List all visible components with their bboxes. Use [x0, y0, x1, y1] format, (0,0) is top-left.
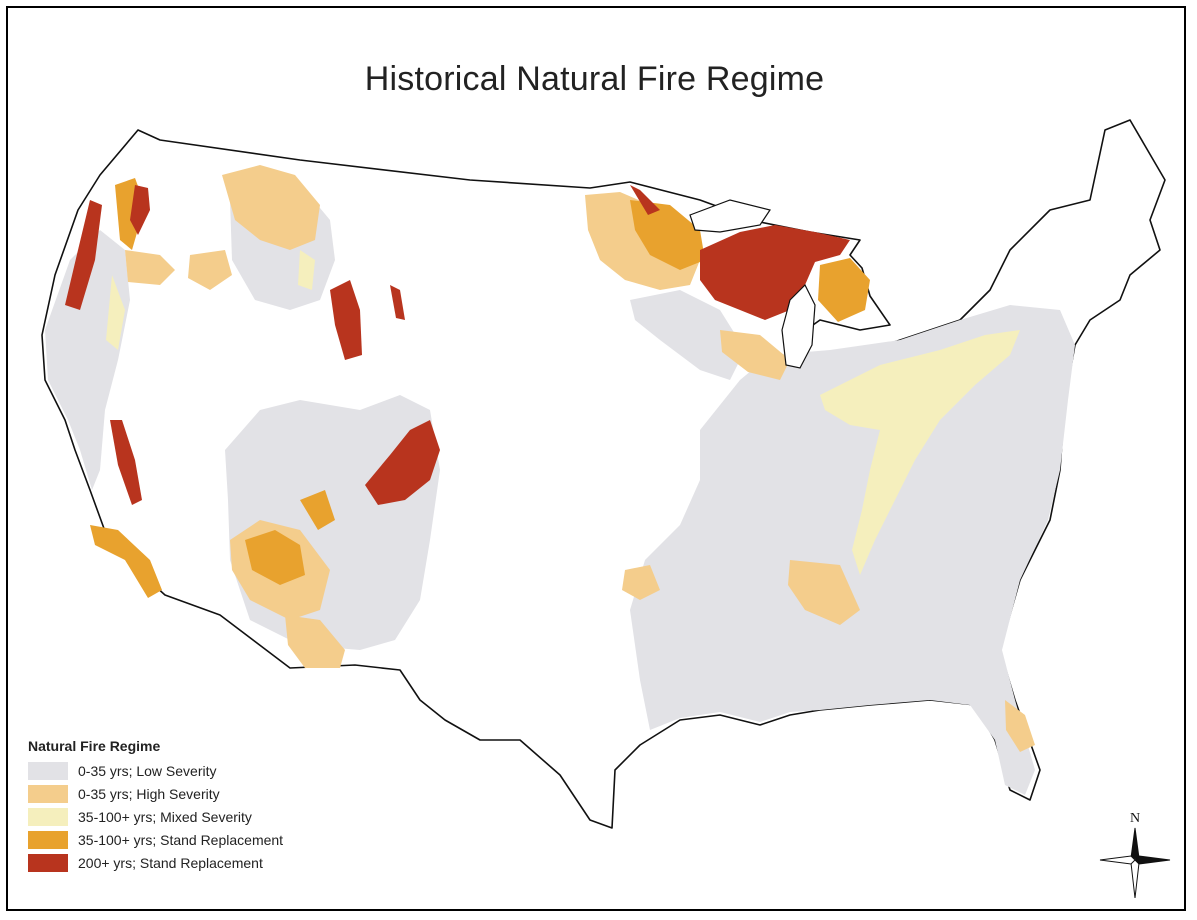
appalachian-yellow — [820, 330, 1020, 575]
legend-label: 0-35 yrs; Low Severity — [78, 763, 217, 779]
pacific-yellow — [106, 275, 125, 350]
legend-swatch — [28, 785, 68, 803]
legend-title: Natural Fire Regime — [28, 738, 161, 754]
idaho-orange-strong — [300, 490, 335, 530]
legend-item: 35-100+ yrs; Mixed Severity — [28, 806, 283, 828]
map-title: Historical Natural Fire Regime — [364, 60, 825, 98]
legend-label: 200+ yrs; Stand Replacement — [78, 855, 263, 871]
legend-item: 200+ yrs; Stand Replacement — [28, 852, 283, 874]
southwest-orange-strong — [245, 530, 305, 585]
legend-swatch — [28, 831, 68, 849]
regime-stand-replacement-200 — [65, 185, 850, 505]
lake-superior — [689, 199, 771, 233]
montana-yellow — [298, 250, 315, 290]
wyoming-red — [390, 285, 405, 320]
legend: Natural Fire Regime 0-35 yrs; Low Severi… — [28, 738, 283, 875]
compass-star — [1099, 827, 1171, 899]
legend-swatch — [28, 762, 68, 780]
regime-mixed-severity — [106, 250, 1020, 575]
legend-label: 35-100+ yrs; Mixed Severity — [78, 809, 252, 825]
sierra-red — [110, 420, 142, 505]
legend-label: 0-35 yrs; High Severity — [78, 786, 220, 802]
legend-label: 35-100+ yrs; Stand Replacement — [78, 832, 284, 848]
southern-california-orange — [90, 525, 162, 598]
great-lakes — [689, 199, 816, 369]
washington-cascade-red — [130, 185, 150, 235]
florida-orange — [1005, 700, 1035, 752]
legend-item: 0-35 yrs; Low Severity — [28, 760, 283, 782]
michigan-orange — [818, 258, 870, 322]
minnesota-orange-strong — [630, 200, 705, 270]
oregon-orange — [125, 250, 175, 285]
ozark-gray — [645, 545, 735, 690]
regime-high-severity — [125, 165, 1035, 752]
pacific-gray — [45, 230, 130, 490]
legend-item: 0-35 yrs; High Severity — [28, 783, 283, 805]
montana-red — [330, 280, 362, 360]
idaho-orange — [188, 250, 232, 290]
compass-rose-icon: N — [1099, 811, 1171, 899]
lake-michigan — [781, 283, 816, 369]
minnesota-red — [630, 185, 660, 215]
wisconsin-south-orange — [720, 330, 790, 380]
gulf-orange — [788, 560, 860, 625]
legend-swatch — [28, 854, 68, 872]
legend-item: 35-100+ yrs; Stand Replacement — [28, 829, 283, 851]
legend-swatch — [28, 808, 68, 826]
upper-michigan-red — [700, 225, 850, 320]
colorado-red — [365, 420, 440, 505]
great-lakes-gray — [630, 290, 745, 380]
texas-orange — [622, 565, 660, 600]
arizona-orange — [285, 615, 345, 668]
oregon-coast-red — [65, 200, 102, 310]
rockies-orange-1 — [222, 165, 320, 250]
north-label: N — [1130, 811, 1140, 826]
